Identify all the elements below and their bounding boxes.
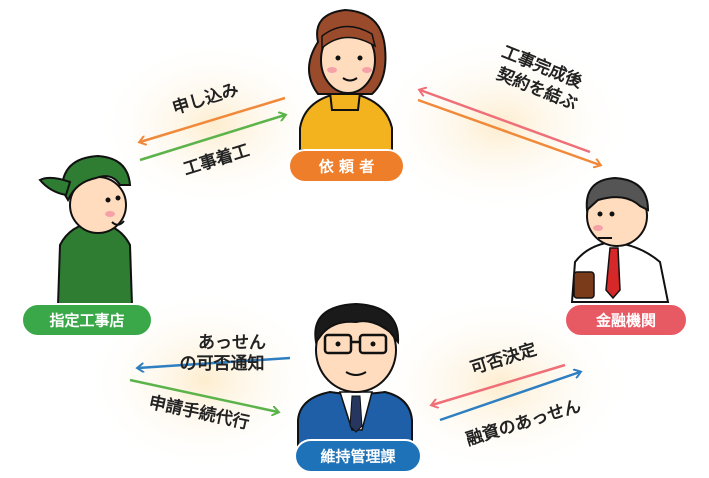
arrow-contract-to-client — [420, 90, 591, 154]
glow-top-right — [370, 35, 630, 215]
office-badge: 維持管理課 — [294, 439, 422, 473]
bank-badge-label: 金融機関 — [595, 312, 656, 330]
arrow-start-work — [139, 115, 285, 162]
arrow-apply — [140, 96, 286, 142]
bank-illustration — [570, 176, 670, 303]
arrow-application-proxy — [129, 378, 278, 412]
office-badge-label: 維持管理課 — [320, 448, 396, 466]
label-mediation-line1: あっせん — [198, 333, 266, 353]
arrow-contract-to-bank — [417, 98, 600, 165]
glow-bottom-left — [85, 290, 325, 470]
contractor-illustration — [38, 154, 134, 306]
arrow-approval — [432, 363, 566, 405]
client-badge: 依 頼 者 — [288, 149, 405, 183]
contractor-badge: 指定工事店 — [21, 303, 153, 337]
contractor-badge-label: 指定工事店 — [49, 312, 124, 330]
arrow-loan-mediation — [439, 372, 580, 422]
bank-badge: 金融機関 — [564, 303, 688, 337]
office-illustration — [297, 302, 413, 451]
label-mediation-line2: の可否通知 — [180, 353, 265, 374]
client-illustration — [299, 8, 393, 151]
arrow-mediation-notice — [138, 356, 291, 368]
client-badge-label: 依 頼 者 — [319, 158, 374, 176]
glow-top-left — [95, 40, 335, 210]
